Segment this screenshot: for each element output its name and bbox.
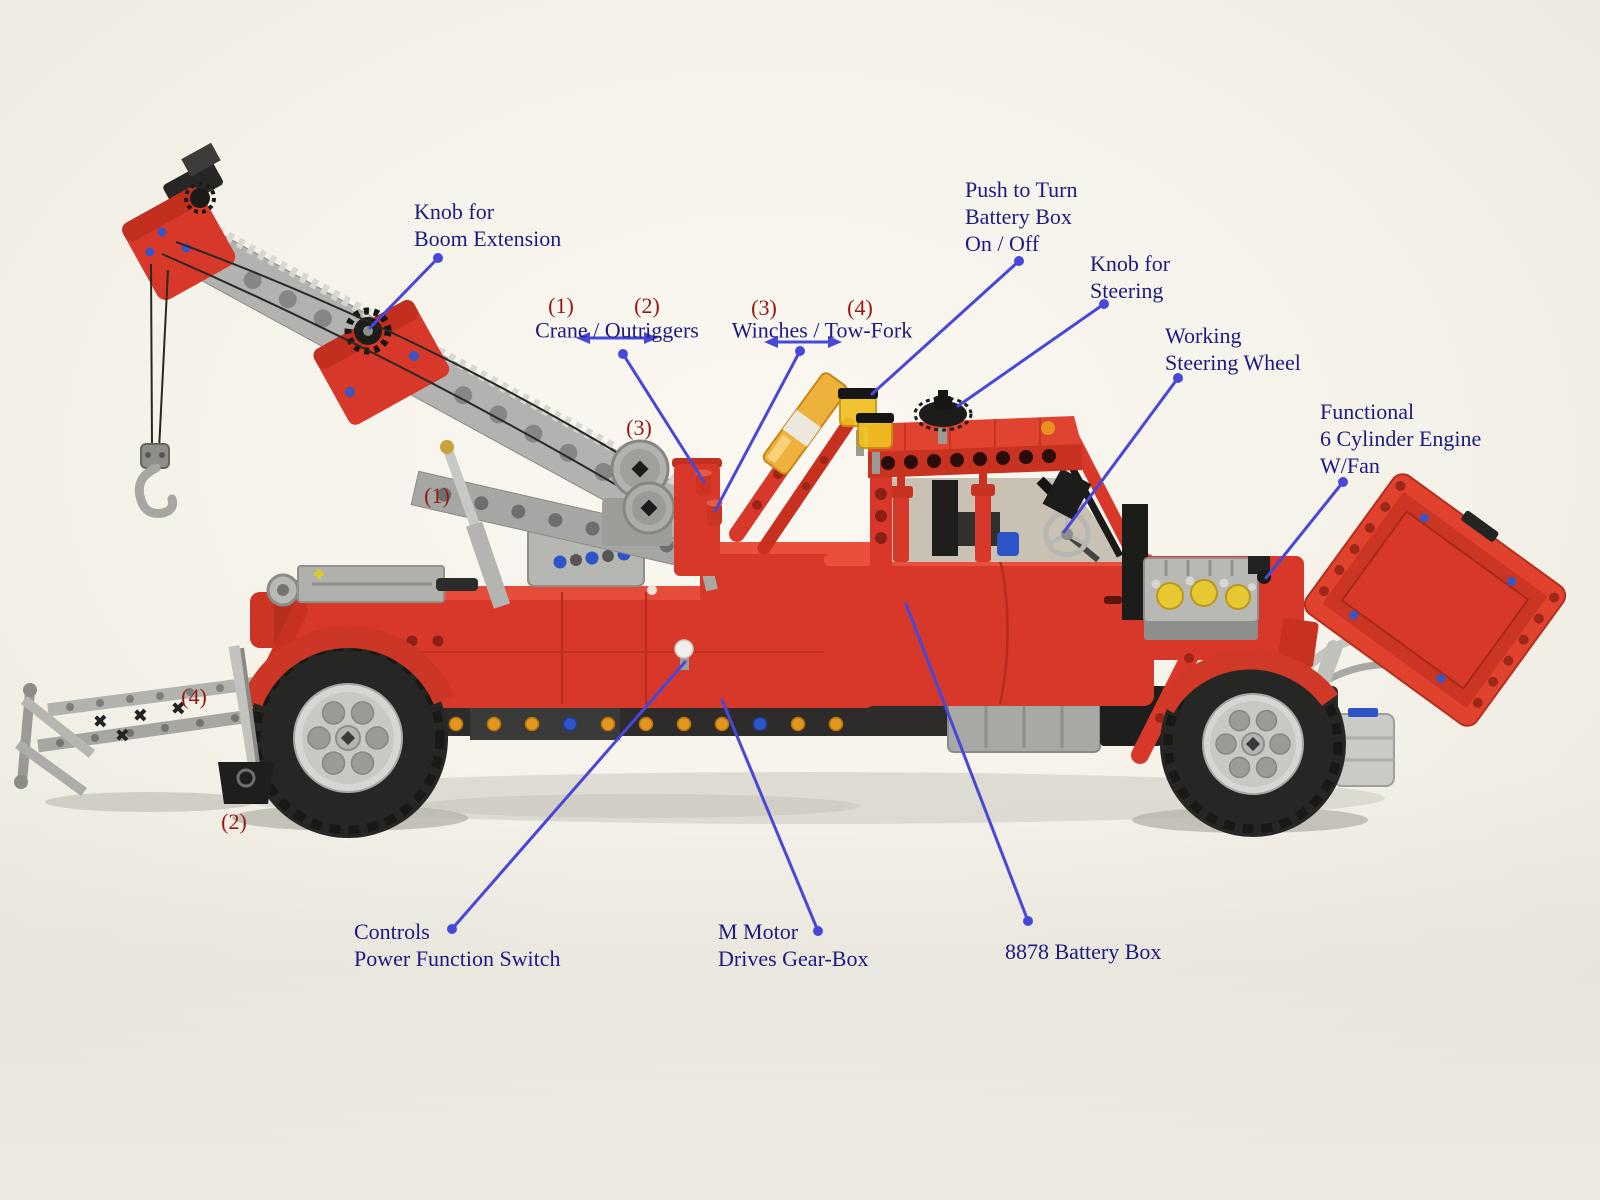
marker-part-1-crane: (1) [424, 483, 450, 508]
pointer-line-push-battery [870, 256, 1024, 396]
pointer-line-crane-group [618, 349, 706, 484]
marker-part-4-tow-fork: (4) [181, 684, 207, 709]
marker-crane-1: (1) [548, 293, 574, 318]
gear-rack [193, 214, 693, 494]
label-m-motor: M Motor Drives Gear-Box [718, 919, 869, 971]
label-knob-steering: Knob for Steering [1090, 251, 1171, 303]
amber-light-bar [762, 372, 848, 475]
label-controls-power-function: Controls Power Function Switch [354, 919, 561, 971]
floor-shading [0, 770, 1600, 1200]
outrigger-foot [218, 762, 274, 804]
pointer-line-winch-group [713, 346, 805, 513]
marker-winch-4: (4) [847, 295, 873, 320]
label-8878-battery-box: 8878 Battery Box [1005, 939, 1162, 964]
label-knob-boom-extension: Knob for Boom Extension [414, 199, 562, 251]
label-working-steering-wheel: Working Steering Wheel [1165, 323, 1301, 375]
double-arrow-winch [764, 336, 842, 348]
rear-wheel [248, 638, 448, 838]
outrigger [218, 645, 274, 804]
pointer-line-battery-box [904, 602, 1033, 926]
beacon-lights [838, 388, 894, 474]
pointer-line-knob-steering [956, 299, 1109, 408]
rear-fender [241, 626, 455, 707]
steering-knob [913, 390, 973, 444]
marker-crane-2: (2) [634, 293, 660, 318]
label-push-battery: Push to Turn Battery Box On / Off [965, 177, 1078, 256]
front-fender [1156, 649, 1339, 714]
pointer-line-controls [447, 660, 687, 934]
lift-cylinder [442, 445, 481, 530]
steering-wheel [1043, 510, 1100, 563]
engine-bay [1143, 473, 1567, 787]
marker-part-2-outrigger: (2) [221, 809, 247, 834]
marker-winch-3: (3) [751, 295, 777, 320]
marker-part-3-winch: (3) [626, 415, 652, 440]
pointer-line-knob-boom [368, 253, 443, 330]
front-wheel [1160, 651, 1346, 837]
pointer-line-m-motor [720, 698, 823, 936]
pointer-line-steering-wheel [1062, 373, 1183, 534]
chassis-pins [448, 716, 844, 732]
label-winches-tow-fork: Winches / Tow-Fork [731, 317, 913, 343]
crane-hook [134, 443, 178, 518]
crane-mast [672, 372, 855, 576]
open-hood-panel [1303, 473, 1567, 727]
ground-shadow [45, 772, 1385, 833]
double-arrow-crane [576, 332, 658, 344]
crane-boom [122, 142, 708, 609]
exhaust-stacks [889, 472, 995, 562]
tow-fork [14, 675, 265, 797]
pointer-line-engine [1264, 477, 1348, 580]
label-engine: Functional 6 Cylinder Engine W/Fan [1320, 399, 1482, 478]
label-crane-outriggers: Crane / Outriggers [535, 317, 699, 343]
